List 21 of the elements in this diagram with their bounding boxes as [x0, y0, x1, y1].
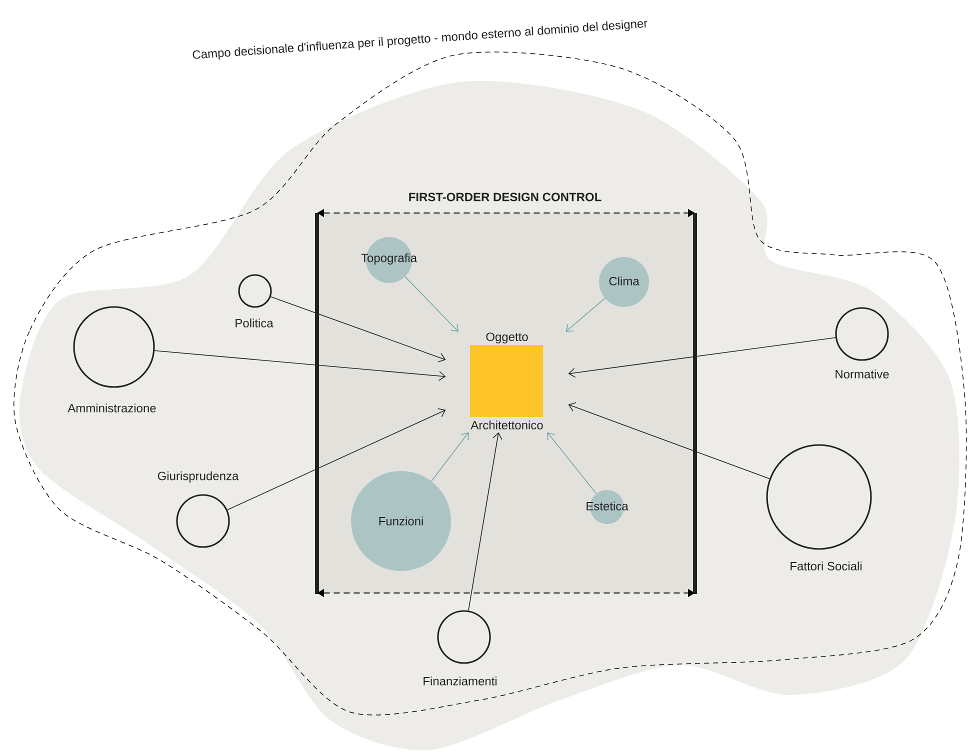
node-label: Fattori Sociali: [790, 562, 862, 570]
node-label: Amministrazione: [68, 404, 156, 412]
arrow: [468, 432, 502, 611]
node-label: Finanziamenti: [424, 676, 497, 686]
arrow: [270, 296, 446, 362]
arrow: [547, 432, 597, 494]
arrow: [154, 350, 446, 381]
node-label: Giurisprudenza: [158, 471, 239, 483]
node-label: Normative: [836, 370, 889, 378]
arrow: [568, 402, 770, 480]
node-label: Architettonico: [470, 420, 543, 430]
node-label: Politica: [236, 318, 274, 328]
node-label: FIRST-ORDER DESIGN CONTROL: [409, 192, 602, 202]
arrow: [404, 276, 458, 332]
boundary-label: Campo decisionale d'influenza per il progetto - mondo esterno al dominio del designer: [192, 20, 648, 60]
node-label: Oggetto: [486, 332, 528, 344]
arrow: [431, 432, 469, 482]
object-box: Oggetto Architettonico: [470, 332, 543, 430]
arrow: [226, 408, 446, 510]
arrow: [568, 337, 836, 378]
arrow: [566, 298, 606, 332]
